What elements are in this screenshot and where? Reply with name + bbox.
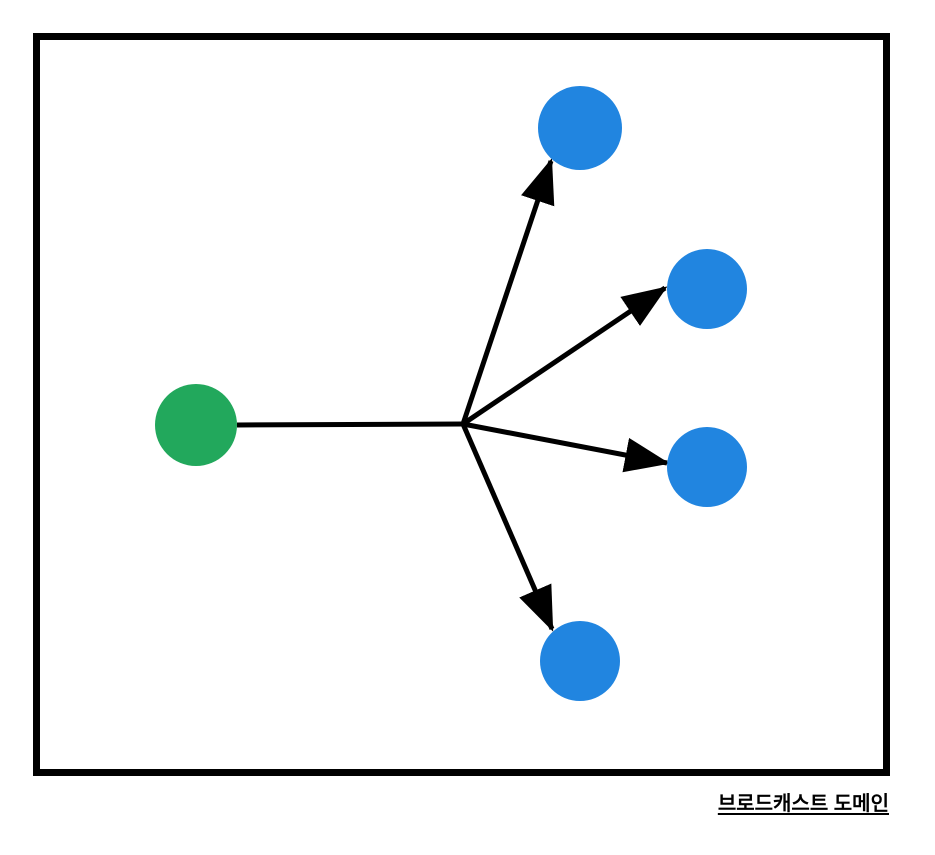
branch-link-2 xyxy=(461,285,668,427)
branch-link-4 xyxy=(460,423,555,632)
target-node-4[interactable] xyxy=(540,621,620,701)
target-node-3[interactable] xyxy=(667,427,747,507)
target-node-2[interactable] xyxy=(667,249,747,329)
target-node-1[interactable] xyxy=(538,86,622,170)
broadcast-domain-boundary xyxy=(33,33,890,776)
links-group xyxy=(236,158,670,632)
diagram-caption: 브로드캐스트 도메인 xyxy=(717,793,889,815)
branch-link-1 xyxy=(460,158,555,425)
nodes-group xyxy=(155,86,747,701)
trunk-link xyxy=(236,421,464,428)
source-node[interactable] xyxy=(155,384,237,466)
branch-link-3 xyxy=(462,421,670,473)
